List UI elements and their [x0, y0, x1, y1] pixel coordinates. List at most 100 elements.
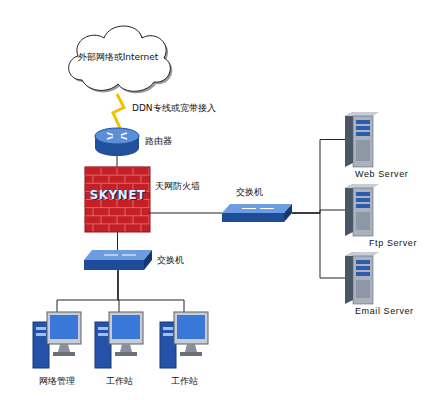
server-icon: [345, 184, 379, 236]
brick-joint: [149, 167, 150, 175]
server-panel: [356, 140, 370, 161]
server-front: [353, 188, 373, 236]
brick-joint: [141, 224, 142, 232]
switch-front: [84, 260, 144, 270]
monitor-screen: [112, 315, 140, 339]
workstation-label: 工作站: [154, 376, 214, 387]
brick-joint: [109, 208, 110, 216]
switch-icon: [84, 250, 152, 270]
server-node: Email Server: [345, 252, 379, 304]
brand-text: SKYNET: [85, 190, 150, 201]
server-side: [345, 184, 353, 236]
server-front: [353, 116, 373, 167]
tower-slot: [36, 333, 46, 336]
server-label: Web Server: [355, 169, 408, 180]
brick-joint: [117, 167, 118, 175]
monitor-screen: [50, 315, 78, 339]
pc-icon: [95, 312, 143, 370]
brick-joint: [109, 175, 110, 183]
monitor-frame: [174, 312, 208, 344]
device-label: 交换机: [236, 187, 263, 198]
monitor-stand: [185, 344, 197, 352]
monitor-frame: [47, 312, 81, 344]
drive-bay: [356, 126, 370, 130]
server-top: [345, 112, 379, 116]
brick-joint: [93, 208, 94, 216]
network-label: 外部网络或Internet: [62, 52, 174, 63]
brick-joint: [149, 216, 150, 224]
server-label: Ftp Server: [369, 238, 417, 249]
network-cable: [117, 156, 118, 167]
network-cable: [118, 270, 184, 312]
switch-top: [84, 250, 152, 260]
brick-joint: [133, 216, 134, 224]
server-side: [345, 112, 353, 167]
brick-joint: [85, 215, 150, 216]
brick-joint: [93, 224, 94, 232]
switch-front: [222, 213, 284, 222]
workstation-node: 网络管理: [33, 312, 81, 370]
workstation-label: 网络管理: [27, 376, 87, 387]
server-top: [345, 252, 379, 256]
switch-side: [144, 250, 152, 270]
router-arrow: [121, 133, 127, 135]
monitor-base: [115, 352, 137, 356]
cloud-node: 外部网络或Internet: [62, 18, 174, 94]
router-arrow: [121, 137, 127, 139]
brick-joint: [85, 183, 150, 184]
network-cable: [117, 232, 118, 250]
server-icon: [345, 112, 379, 167]
server-label: Email Server: [355, 306, 414, 317]
server-panel: [356, 212, 370, 230]
brick-joint: [125, 208, 126, 216]
router-icon: [95, 128, 139, 156]
brick-joint: [141, 208, 142, 216]
brick-joint: [133, 167, 134, 175]
device-label: 交换机: [157, 255, 184, 266]
brick-joint: [149, 200, 150, 208]
brick-joint: [125, 175, 126, 183]
switch-top: [222, 204, 292, 213]
brick-joint: [101, 167, 102, 175]
brick-joint: [117, 216, 118, 224]
server-icon: [345, 252, 379, 304]
server-panel: [356, 280, 370, 298]
switch-arrow: [122, 255, 136, 256]
wall-edge: [85, 167, 150, 232]
router-arrow: [107, 133, 113, 135]
device-label: 天网防火墙: [155, 181, 200, 192]
tower-slot: [98, 333, 108, 336]
router-top: [95, 128, 139, 144]
switch-side: [284, 204, 292, 222]
drive-bay: [356, 266, 370, 270]
pc-icon: [33, 312, 81, 370]
switch-arrow: [242, 208, 256, 209]
brick-joint: [85, 223, 150, 224]
server-side: [345, 252, 353, 304]
lightning-link: [113, 94, 124, 128]
server-node: Ftp Server: [345, 184, 379, 236]
brick-joint: [125, 224, 126, 232]
network-cable: [292, 213, 345, 278]
workstation-label: 工作站: [89, 376, 149, 387]
drive-bay: [356, 198, 370, 202]
router-node: 路由器: [95, 128, 139, 156]
switch-arrow: [104, 255, 118, 256]
brick-joint: [93, 175, 94, 183]
workstation-node: 工作站: [95, 312, 143, 370]
server-top: [345, 184, 379, 188]
tower-slot: [163, 327, 173, 330]
wall-face: [85, 167, 150, 232]
firewall-node: SKYNET天网防火墙: [85, 167, 150, 232]
workstation-node: 工作站: [160, 312, 208, 370]
tower-slot: [163, 333, 173, 336]
switch-node: 交换机: [222, 204, 292, 222]
network-cable: [150, 213, 222, 214]
drive-bay: [356, 132, 370, 136]
switch-icon: [222, 204, 292, 222]
brick-joint: [85, 207, 150, 208]
tower-slot: [36, 327, 46, 330]
drive-bay: [356, 260, 370, 264]
brick-joint: [109, 224, 110, 232]
